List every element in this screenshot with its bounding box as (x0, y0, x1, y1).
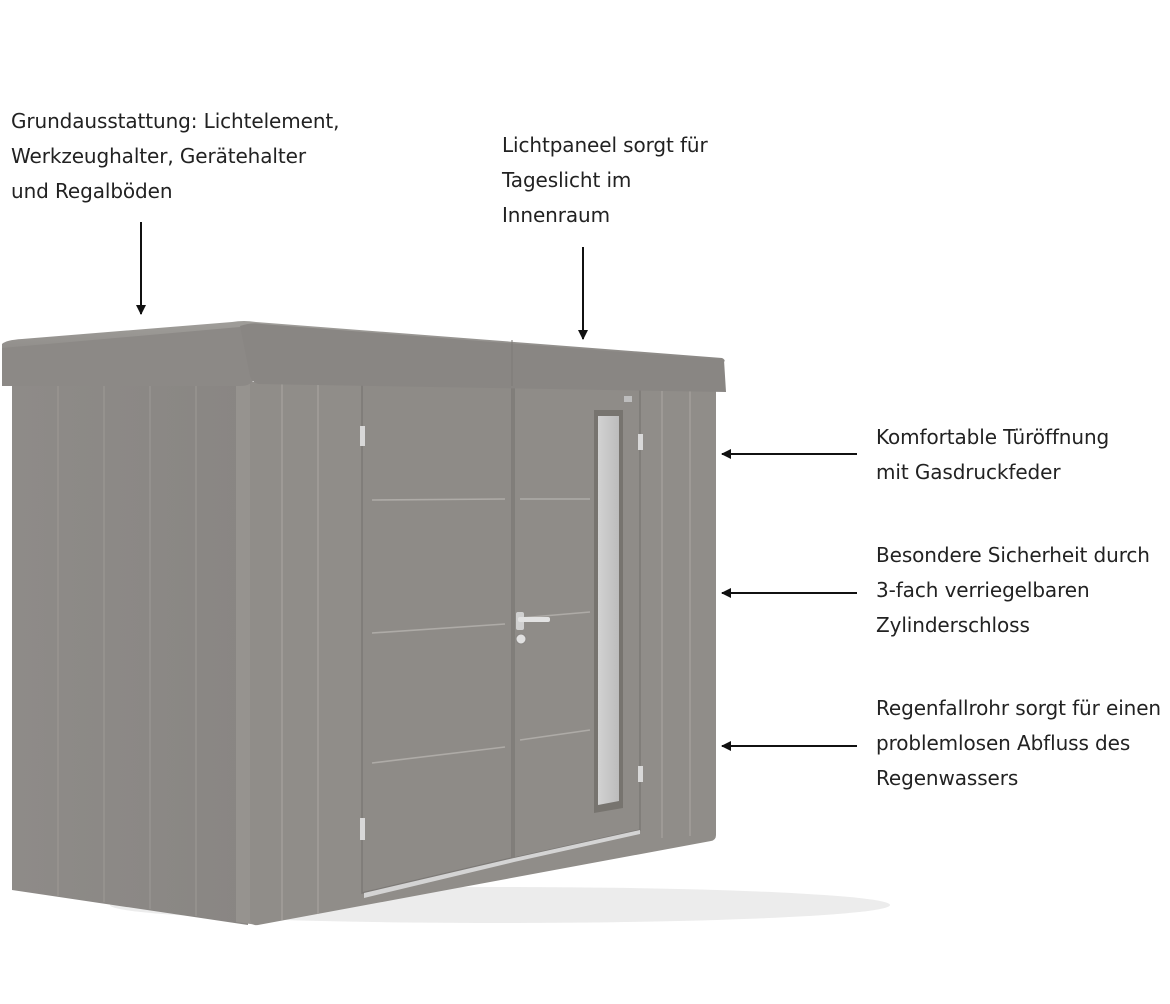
annotation-basic-equipment: Grundausstattung: Lichtelement, Werkzeug… (11, 104, 340, 209)
door-leaf-left (361, 379, 513, 894)
annotation-arrows (136, 222, 857, 751)
hinge-right-bottom (638, 766, 643, 782)
hinge-bottom (360, 818, 365, 840)
annotation-line: 3-fach verriegelbaren (876, 578, 1090, 602)
door-threshold (364, 830, 640, 898)
annotation-line: Zylinderschloss (876, 613, 1030, 637)
annotation-line: Werkzeughalter, Gerätehalter (11, 144, 306, 168)
hinge-top (360, 426, 365, 446)
annotation-line: Tageslicht im (502, 168, 632, 192)
annotation-line: und Regalböden (11, 179, 173, 203)
annotation-line: Komfortable Türöffnung (876, 425, 1110, 449)
annotation-security-lock: Besondere Sicherheit durch 3-fach verrie… (876, 538, 1150, 643)
shed-side-wall (12, 383, 258, 925)
annotation-line: mit Gasdruckfeder (876, 460, 1061, 484)
door-handle (515, 612, 550, 645)
annotation-line: Lichtpaneel sorgt für (502, 133, 708, 157)
door-window (594, 410, 623, 813)
annotation-line: Besondere Sicherheit durch (876, 543, 1150, 567)
brand-badge (624, 396, 632, 402)
annotation-line: Innenraum (502, 203, 610, 227)
shed-roof (2, 321, 726, 392)
cylinder-lock (515, 633, 527, 645)
annotation-line: Grundausstattung: Lichtelement, (11, 109, 340, 133)
annotation-door-opening: Komfortable Türöffnung mit Gasdruckfeder (876, 420, 1109, 490)
hinge-right-top (638, 434, 643, 450)
annotation-rain-gutter: Regenfallrohr sorgt für einen problemlos… (876, 691, 1161, 796)
annotation-light-panel: Lichtpaneel sorgt für Tageslicht im Inne… (502, 128, 708, 233)
annotation-line: problemlosen Abfluss des (876, 731, 1131, 755)
annotation-line: Regenwassers (876, 766, 1019, 790)
annotation-line: Regenfallrohr sorgt für einen (876, 696, 1162, 720)
